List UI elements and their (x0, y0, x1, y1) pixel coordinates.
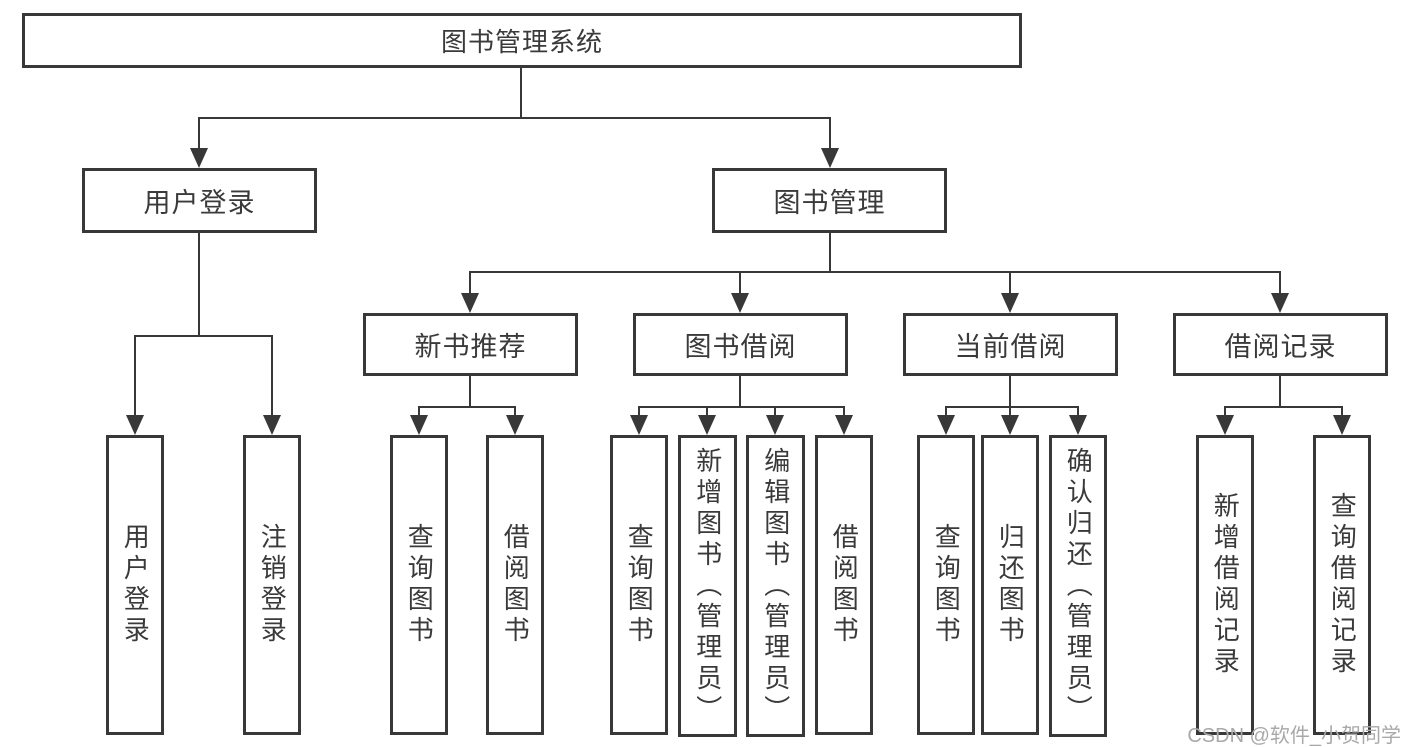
arrowhead-down-icon (1271, 293, 1289, 313)
arrowhead-down-icon (190, 148, 208, 168)
connector-vline (638, 406, 640, 417)
connector-vline (198, 233, 200, 337)
arrowhead-down-icon (937, 415, 955, 435)
arrowhead-down-icon (821, 148, 839, 168)
connector-vline (945, 406, 947, 417)
node-book-borrowing: 图书借阅 (633, 313, 848, 376)
leaf-return-book: 归还图书 (981, 435, 1039, 735)
arrowhead-down-icon (506, 415, 524, 435)
arrowhead-down-icon (630, 415, 648, 435)
connector-vline (514, 406, 516, 417)
node-borrowing-records: 借阅记录 (1173, 313, 1388, 376)
connector-vline (1009, 271, 1011, 295)
arrowhead-down-icon (766, 415, 784, 435)
arrowhead-down-icon (1001, 415, 1019, 435)
connector-vline (418, 406, 420, 417)
connector-vline (469, 376, 471, 408)
leaf-borrow-books-borrowing: 借阅图书 (815, 435, 873, 735)
connector-vline (520, 68, 522, 118)
node-user-login: 用户登录 (82, 168, 317, 233)
connector-vline (774, 406, 776, 417)
leaf-add-borrow-record: 新增借阅记录 (1196, 435, 1254, 735)
leaf-confirm-return-admin: 确认归还（管理员） (1049, 435, 1107, 737)
connector-vline (1009, 406, 1011, 417)
arrowhead-down-icon (1001, 293, 1019, 313)
connector-hline (198, 117, 831, 119)
node-book-management-system: 图书管理系统 (22, 13, 1022, 68)
connector-vline (1279, 376, 1281, 408)
leaf-logout: 注销登录 (243, 435, 301, 735)
arrowhead-down-icon (835, 415, 853, 435)
connector-vline (271, 335, 273, 417)
connector-hline (1224, 406, 1343, 408)
connector-vline (1279, 271, 1281, 295)
connector-vline (843, 406, 845, 417)
arrowhead-down-icon (263, 415, 281, 435)
leaf-borrow-books-recommend: 借阅图书 (486, 435, 544, 735)
leaf-query-books-recommend: 查询图书 (390, 435, 448, 735)
connector-hline (469, 271, 1281, 273)
connector-vline (706, 406, 708, 417)
connector-vline (1224, 406, 1226, 417)
connector-vline (1077, 406, 1079, 417)
arrowhead-down-icon (126, 415, 144, 435)
connector-vline (469, 271, 471, 295)
arrowhead-down-icon (1069, 415, 1087, 435)
arrowhead-down-icon (410, 415, 428, 435)
connector-vline (829, 117, 831, 150)
node-new-book-recommend: 新书推荐 (363, 313, 578, 376)
connector-vline (1341, 406, 1343, 417)
connector-vline (829, 233, 831, 273)
leaf-query-books-current: 查询图书 (917, 435, 975, 735)
connector-vline (198, 117, 200, 150)
connector-vline (739, 376, 741, 408)
node-book-management: 图书管理 (712, 168, 947, 233)
csdn-watermark: CSDN @软件_小贺同学 (1187, 725, 1401, 747)
connector-hline (134, 335, 273, 337)
arrowhead-down-icon (731, 293, 749, 313)
leaf-query-borrow-record: 查询借阅记录 (1313, 435, 1371, 735)
connector-hline (418, 406, 516, 408)
arrowhead-down-icon (1333, 415, 1351, 435)
arrowhead-down-icon (698, 415, 716, 435)
connector-vline (739, 271, 741, 295)
leaf-edit-book-admin: 编辑图书（管理员） (746, 435, 805, 737)
leaf-query-books-borrowing: 查询图书 (610, 435, 668, 735)
connector-hline (945, 406, 1079, 408)
leaf-user-login: 用户登录 (106, 435, 164, 735)
connector-vline (134, 335, 136, 417)
node-current-borrowing: 当前借阅 (903, 313, 1118, 376)
arrowhead-down-icon (461, 293, 479, 313)
connector-hline (638, 406, 845, 408)
connector-vline (1009, 376, 1011, 408)
leaf-add-book-admin: 新增图书（管理员） (678, 435, 737, 737)
arrowhead-down-icon (1216, 415, 1234, 435)
